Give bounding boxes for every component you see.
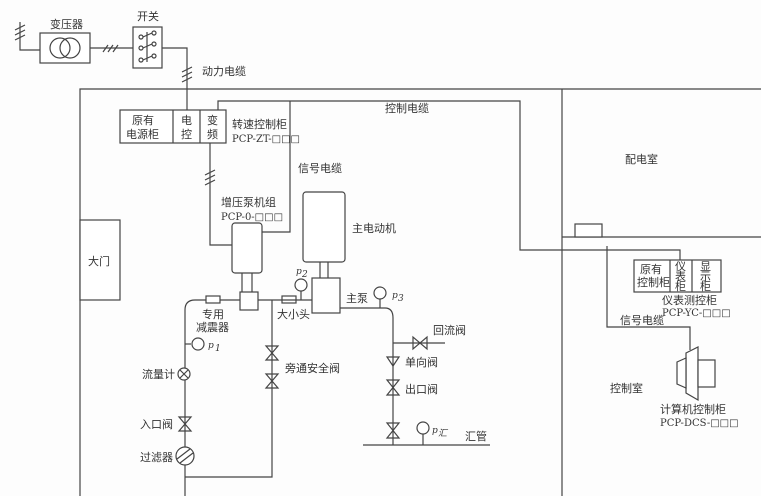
gate-label: 大门 <box>88 254 110 268</box>
suction-pipe <box>184 299 240 380</box>
three-phase-marks <box>102 44 119 53</box>
signal-cable-line <box>606 246 691 350</box>
check-valve-label: 单向阀 <box>405 355 438 369</box>
bypass-valve-icon <box>264 373 280 389</box>
return-valve-icon <box>412 335 428 351</box>
gauge-label: p <box>208 341 214 351</box>
instr-cab-label: 仪表测控柜 <box>662 293 717 307</box>
power-cable-line <box>162 47 188 110</box>
computer-icon <box>676 346 716 402</box>
main-pump-label: 主泵 <box>346 292 368 305</box>
cab-text: 显 <box>700 260 711 273</box>
pressure-gauge-icon <box>416 421 430 445</box>
cab-text: 原有 <box>132 113 154 127</box>
speed-cab-label: 转速控制柜 <box>232 117 287 131</box>
flowmeter-icon <box>177 367 191 381</box>
speed-control-cabinet <box>119 109 227 144</box>
ground-feed <box>14 22 40 51</box>
manifold-valve-icon <box>385 422 401 439</box>
cab-text: 变 <box>207 113 218 127</box>
flowmeter-label: 流量计 <box>142 367 175 381</box>
booster-label: 增压泵机组 <box>221 195 276 209</box>
switch-label: 开关 <box>137 9 159 23</box>
filter-label: 过滤器 <box>140 451 173 464</box>
inlet-valve-icon <box>177 416 193 432</box>
cab-text: 柜 <box>675 280 686 293</box>
computer-cab-code: PCP-DCS-□□□ <box>660 418 739 429</box>
signal-cable-label: 信号电缆 <box>298 162 342 175</box>
cab-text: 表 <box>675 269 686 283</box>
discharge-pipe <box>340 307 394 445</box>
transformer-icon <box>39 32 91 64</box>
outlet-valve-label: 出口阀 <box>405 382 438 396</box>
damper-label: 专用 <box>202 307 224 321</box>
power-cable-marks <box>181 66 193 83</box>
inlet-valve-label: 入口阀 <box>140 417 173 431</box>
booster-motor <box>231 222 263 274</box>
control-room-label: 控制室 <box>610 381 643 395</box>
vfd-cable <box>209 143 232 246</box>
manifold-label: 汇管 <box>465 429 487 443</box>
transformer-label: 变压器 <box>50 17 83 31</box>
gauge-sub: 汇 <box>438 428 449 439</box>
control-cable-label: 控制电缆 <box>385 101 429 115</box>
instrument-control-cabinet <box>633 259 722 293</box>
damper-icon <box>205 295 221 304</box>
bypass-label: 旁通安全阀 <box>285 361 340 375</box>
cab-text: 控 <box>181 127 192 141</box>
main-motor-label: 主电动机 <box>352 221 396 235</box>
vfd-cable-marks <box>204 169 216 186</box>
cab-text: 电 <box>181 114 192 127</box>
building-wall <box>79 88 761 496</box>
gauge-sub: 3 <box>398 294 404 304</box>
gauge-label: p <box>296 267 302 277</box>
main-pump <box>311 277 341 314</box>
damper-label: 减震器 <box>196 321 229 334</box>
gauge-label: p <box>432 426 438 436</box>
cab-text: 电源柜 <box>126 127 159 141</box>
booster-pump <box>239 291 259 311</box>
control-to-booster <box>262 101 291 233</box>
cab-text: 仪 <box>675 260 686 273</box>
cab-text: 频 <box>207 127 218 141</box>
power-room-label: 配电室 <box>625 152 658 166</box>
cab-text: 示 <box>700 270 711 283</box>
gate <box>79 219 121 301</box>
filter-icon <box>175 446 195 466</box>
booster-shaft <box>241 273 253 292</box>
booster-code: PCP-0-□□□ <box>221 212 283 223</box>
main-motor <box>302 191 346 263</box>
cab-text: 控制柜 <box>637 275 670 289</box>
cab-text: 原有 <box>640 262 662 276</box>
computer-cab-label: 计算机控制柜 <box>660 402 726 416</box>
pressure-gauge-icon <box>373 286 387 308</box>
main-shaft <box>319 262 329 278</box>
switch-icon <box>132 26 163 69</box>
gauge-sub: 1 <box>215 344 221 354</box>
cab-text: 柜 <box>700 280 711 293</box>
bypass-pipe <box>185 300 273 478</box>
signal-cable-label: 信号电缆 <box>620 314 664 327</box>
gauge-sub: 2 <box>301 270 308 280</box>
instr-cab-code: PCP-YC-□□□ <box>662 308 731 319</box>
outlet-valve-icon <box>385 379 401 396</box>
bypass-valve-icon <box>264 345 280 361</box>
gauge-label: p <box>392 291 398 301</box>
power-cable-label: 动力电缆 <box>202 65 246 78</box>
speed-cab-code: PCP-ZT-□□□ <box>232 134 300 145</box>
reducer-label: 大小头 <box>277 307 310 321</box>
pressure-gauge-icon <box>294 278 308 300</box>
control-cable-line <box>217 100 681 260</box>
return-valve-label: 回流阀 <box>433 323 466 337</box>
pressure-gauge-icon <box>185 337 205 351</box>
check-valve-icon <box>385 356 401 368</box>
door-box <box>574 223 603 238</box>
